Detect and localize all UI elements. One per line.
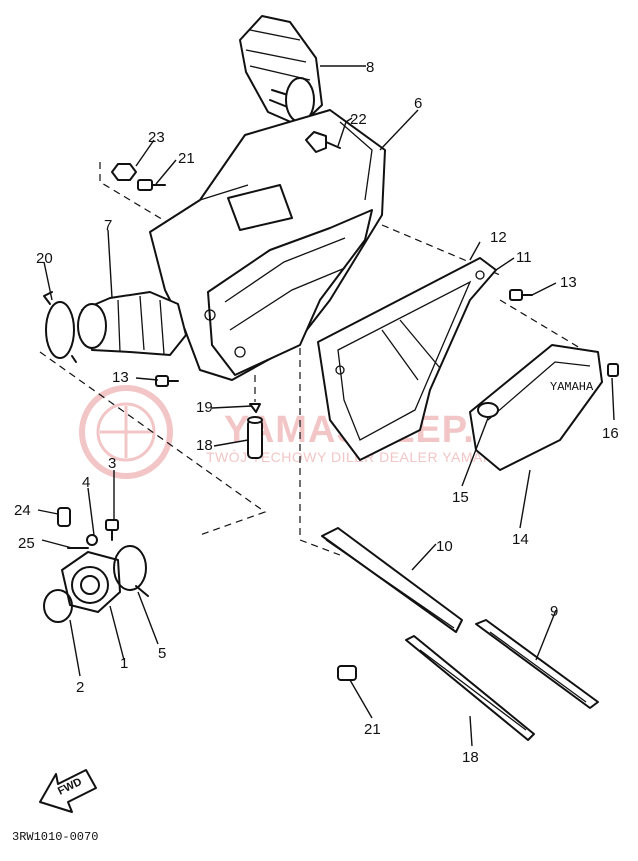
bolt-13-right xyxy=(509,289,533,301)
air-box-cover xyxy=(317,257,497,461)
callout-25: 24 xyxy=(14,502,31,519)
callout-6: 6 xyxy=(414,95,422,112)
clamp-5 xyxy=(113,545,149,597)
callout-22: 21 xyxy=(178,150,195,167)
callout-2: 2 xyxy=(76,679,84,696)
intake-joint xyxy=(77,291,187,356)
callout-3: 3 xyxy=(108,455,116,472)
filter-element xyxy=(321,527,463,633)
air-box xyxy=(149,109,386,381)
collar-18 xyxy=(247,416,263,459)
clip-19 xyxy=(249,403,261,413)
clamp-21 xyxy=(43,291,77,363)
callout-8: 8 xyxy=(366,59,374,76)
callout-13-left: 13 xyxy=(112,369,129,386)
callout-17: 16 xyxy=(602,425,619,442)
callout-10: 10 xyxy=(436,538,453,555)
o-ring-2 xyxy=(43,589,73,623)
washer-4 xyxy=(86,534,98,546)
cap-25 xyxy=(57,507,71,527)
callout-9: 9 xyxy=(550,603,558,620)
watermark-logo xyxy=(79,385,173,479)
callout-24: 23 xyxy=(148,129,165,146)
callout-23: 22 xyxy=(350,111,367,128)
diagram-code: 3RW1010-0070 xyxy=(12,830,98,844)
forward-direction-arrow: FWD xyxy=(39,769,97,813)
callout-15: 14 xyxy=(512,531,529,548)
bolt-13-left xyxy=(155,375,179,387)
grommet-16 xyxy=(477,402,499,418)
filter-sheet-14 xyxy=(405,635,535,741)
screw-3 xyxy=(105,519,119,541)
nut-24 xyxy=(111,163,137,181)
callout-18: 18 xyxy=(196,437,213,454)
callout-19: 19 xyxy=(196,399,213,416)
callout-14: 18 xyxy=(462,749,479,766)
bolt-17 xyxy=(607,363,619,377)
carburetor-joint xyxy=(61,551,121,613)
intake-duct xyxy=(239,15,323,127)
callout-20: 21 xyxy=(364,721,381,738)
side-cover: YAMAHA xyxy=(469,344,603,471)
callout-12: 12 xyxy=(490,229,507,246)
grommet-20 xyxy=(337,665,357,681)
callout-26: 25 xyxy=(18,535,35,552)
leader-lines xyxy=(37,65,615,747)
callout-16: 15 xyxy=(452,489,469,506)
callouts: 8 6 22 23 21 7 20 13 19 18 12 11 13 16 1… xyxy=(14,59,619,766)
watermark-tagline: TWÓJ TECHOWY DILER DEALER YAMAHA xyxy=(206,449,504,465)
callout-7: 7 xyxy=(104,217,112,234)
bolt-22 xyxy=(137,179,166,191)
callout-11: 11 xyxy=(516,249,532,266)
side-cover-mark: YAMAHA xyxy=(550,380,594,394)
bolt-23 xyxy=(305,131,341,153)
callout-5: 5 xyxy=(158,645,166,662)
filter-sheet-9 xyxy=(475,619,599,709)
watermark: YAMASKLEP.PL TWÓJ TECHOWY DILER DEALER Y… xyxy=(79,385,524,479)
callout-13-right: 13 xyxy=(560,274,577,291)
callout-21: 20 xyxy=(36,250,53,267)
callout-4: 4 xyxy=(82,474,90,491)
callout-1: 1 xyxy=(120,655,128,672)
